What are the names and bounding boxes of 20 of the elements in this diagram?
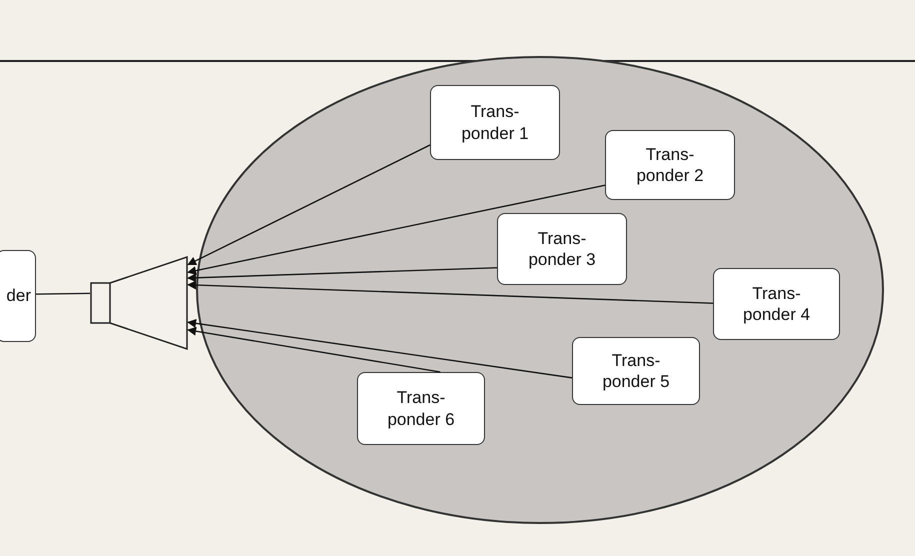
- transponder-label: Trans- ponder 6: [386, 387, 456, 430]
- transponder-box: [605, 130, 735, 200]
- transponder-label: Trans- ponder 1: [460, 101, 530, 144]
- transponder-label: Trans- ponder 4: [742, 282, 812, 326]
- connector-line: [36, 292, 90, 295]
- arrow: [187, 326, 440, 373]
- transponder-box: [430, 85, 560, 160]
- transponder-label: Trans- ponder 2: [635, 144, 705, 186]
- transponder-box: [357, 372, 485, 445]
- arrow: [187, 318, 572, 378]
- arrow: [187, 280, 714, 304]
- arrow: [187, 144, 430, 266]
- arrow: [187, 267, 498, 282]
- transponder-box: [572, 337, 700, 405]
- transponder-box: [713, 268, 840, 340]
- transponder-box: [497, 213, 627, 285]
- transponder-label: Trans- ponder 5: [601, 350, 671, 392]
- arrow: [187, 184, 606, 276]
- transponder-label: Trans- ponder 3: [527, 228, 597, 270]
- reader-box: [0, 250, 36, 342]
